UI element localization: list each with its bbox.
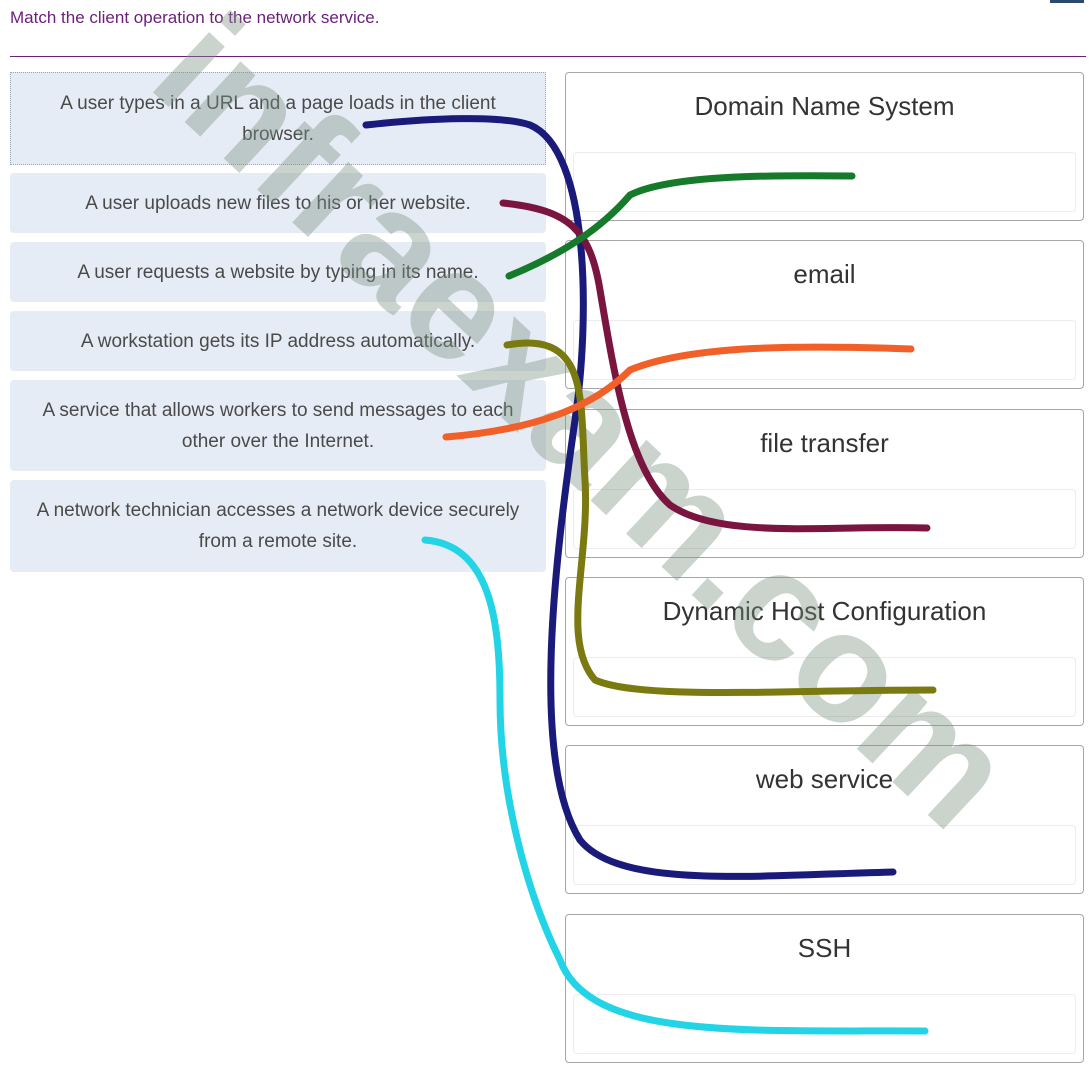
drop-slot[interactable] [573, 320, 1076, 380]
target-dhcp: Dynamic Host Configuration [565, 577, 1084, 726]
option-label: A user types in a URL and a page loads i… [60, 92, 496, 145]
option-send-messages[interactable]: A service that allows workers to send me… [10, 380, 546, 471]
target-ssh: SSH [565, 914, 1084, 1063]
target-label: email [793, 259, 856, 289]
option-request-website[interactable]: A user requests a website by typing in i… [10, 242, 546, 302]
target-email: email [565, 240, 1084, 389]
target-web-service: web service [565, 745, 1084, 894]
option-label: A service that allows workers to send me… [42, 399, 514, 452]
option-label: A workstation gets its IP address automa… [80, 330, 476, 352]
target-label: Dynamic Host Configuration [662, 596, 987, 626]
instruction-text: Match the client operation to the networ… [10, 8, 380, 27]
drop-slot[interactable] [573, 994, 1076, 1054]
option-remote-access[interactable]: A network technician accesses a network … [10, 480, 546, 572]
option-label: A user uploads new files to his or her w… [85, 192, 471, 214]
target-dns: Domain Name System [565, 72, 1084, 221]
option-upload-files[interactable]: A user uploads new files to his or her w… [10, 173, 546, 233]
option-url-page-load[interactable]: A user types in a URL and a page loads i… [10, 72, 546, 165]
target-label: file transfer [760, 428, 889, 458]
option-label: A user requests a website by typing in i… [77, 261, 479, 283]
drop-slot[interactable] [573, 152, 1076, 212]
corner-indicator [1050, 0, 1084, 3]
target-file-transfer: file transfer [565, 409, 1084, 558]
target-label: Domain Name System [694, 91, 955, 121]
target-label: SSH [797, 933, 852, 963]
drop-slot[interactable] [573, 489, 1076, 549]
option-label: A network technician accesses a network … [36, 500, 520, 552]
target-label: web service [755, 764, 894, 794]
drop-slot[interactable] [573, 657, 1076, 717]
drop-slot[interactable] [573, 825, 1076, 885]
option-ip-automatic[interactable]: A workstation gets its IP address automa… [10, 311, 546, 371]
divider [10, 56, 1086, 57]
